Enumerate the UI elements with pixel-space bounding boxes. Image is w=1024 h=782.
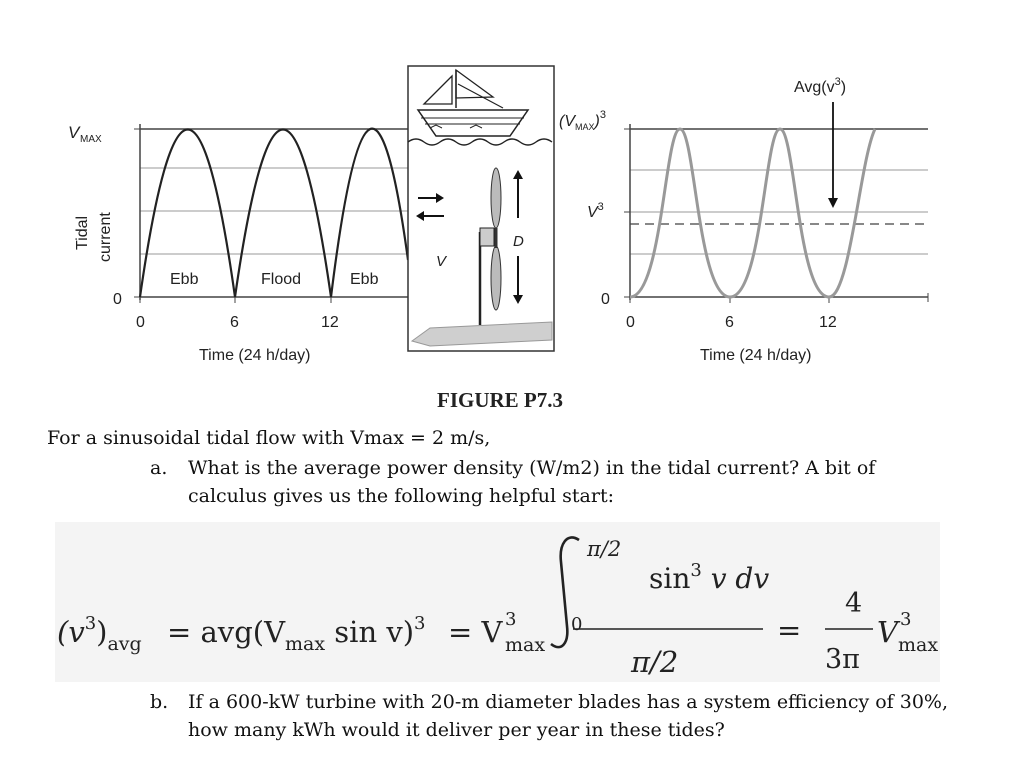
- eq-max-sub-2: max: [505, 634, 545, 656]
- eq-lhs-sub: avg: [107, 633, 141, 655]
- velocity-label: V: [436, 253, 448, 270]
- avg-v3-label: Avg(v3): [794, 76, 846, 96]
- vmax3-sup: 3: [600, 109, 606, 121]
- eq-denominator: π/2: [630, 645, 678, 679]
- eq-lhs-v: (v: [57, 615, 85, 649]
- left-x-axis-title: Time (24 h/day): [199, 347, 310, 364]
- eq-vmax3: = V: [448, 615, 504, 649]
- eq-equals-3: =: [777, 613, 801, 647]
- question-a-text: What is the average power density (W/m2)…: [188, 457, 876, 507]
- eq-lhs-sup: 3: [85, 613, 96, 634]
- y-axis-title-line-2: current: [97, 212, 114, 262]
- integrand-sin: sin: [649, 562, 690, 595]
- left-y-axis-title: Tidal: [74, 216, 91, 250]
- figure-graphic: V MAX Tidal current 0 0 6 12 Time (24 h/…: [68, 65, 929, 364]
- right-x-tick-label: 0: [626, 314, 635, 331]
- right-vmax3-label: (VMAX)3: [559, 109, 606, 132]
- eq-sup-2: 3: [505, 609, 516, 630]
- avg-sup: 3: [835, 76, 841, 88]
- eq-max-sub-1: max: [285, 633, 325, 655]
- left-tidal-current-curve: [138, 127, 410, 298]
- eq-lhs: (v3)avg: [57, 613, 142, 655]
- avg-arrow-head: [828, 198, 838, 208]
- integrand-vdv: v dv: [702, 562, 770, 595]
- problem-intro: For a sinusoidal tidal flow with Vmax = …: [47, 427, 491, 449]
- integral-sign-icon: [550, 536, 580, 649]
- phase-label-ebb: Ebb: [170, 271, 199, 288]
- boat-icon: [416, 68, 530, 137]
- question-a: a. What is the average power density (W/…: [150, 454, 950, 510]
- right-v3-label: V3: [587, 201, 604, 221]
- turbine-illustration: V D: [407, 65, 555, 352]
- eq-frac-den: 3π: [825, 644, 860, 675]
- question-b-label: b.: [150, 691, 169, 713]
- seabed: [410, 321, 553, 347]
- right-x-tick-label: 6: [725, 314, 734, 331]
- right-x-tick-label: 12: [819, 314, 837, 331]
- eq-sup-3: 3: [900, 609, 911, 630]
- tidal-turbine-icon: [478, 167, 502, 325]
- left-vmax-sub: MAX: [80, 134, 102, 145]
- eq-sinv: sin v): [325, 615, 414, 649]
- question-a-label: a.: [150, 457, 168, 479]
- diameter-arrows: [513, 170, 523, 304]
- v-cubed-curve: [629, 127, 877, 299]
- v3-base: V: [587, 204, 599, 221]
- right-zero-label: 0: [601, 291, 610, 308]
- left-x-tick-label: 12: [321, 314, 339, 331]
- water-surface: [407, 138, 553, 146]
- question-b: b. If a 600-kW turbine with 20-m diamete…: [150, 688, 950, 744]
- question-b-text: If a 600-kW turbine with 20-m diameter b…: [188, 691, 949, 741]
- figure-p7-3: V MAX Tidal current 0 0 6 12 Time (24 h/…: [68, 65, 929, 364]
- right-power-chart: (VMAX)3 V3 0 0 6 12 Time (24 h/day) Avg(…: [559, 76, 929, 364]
- eq-frac-num: 4: [845, 588, 862, 619]
- left-vmax-label: V: [68, 123, 81, 142]
- lower-limit: 0: [571, 614, 582, 635]
- left-y-axis-title-2: current: [97, 212, 114, 262]
- diameter-label: D: [513, 233, 524, 250]
- phase-label-ebb-2: Ebb: [350, 271, 379, 288]
- eq-integrand: sin3 v dv: [649, 560, 769, 595]
- eq-max-sub-3: max: [898, 634, 938, 656]
- vmax3-open: (V: [559, 113, 576, 130]
- eq-avg-open: = avg(V: [167, 615, 286, 649]
- vmax3-close: ): [593, 113, 600, 130]
- figure-caption: FIGURE P7.3: [437, 388, 563, 412]
- integrand-sup: 3: [690, 560, 701, 581]
- eq-lhs-close: ): [96, 615, 107, 649]
- eq-equals-v: = V: [448, 615, 504, 649]
- vmax3-sub: MAX: [575, 122, 595, 132]
- avg-open: Avg(v: [794, 79, 835, 96]
- avg-close: ): [841, 79, 846, 96]
- left-x-tick-label: 0: [136, 314, 145, 331]
- left-tidal-current-chart: V MAX Tidal current 0 0 6 12 Time (24 h/…: [68, 123, 410, 364]
- eq-v-final: V: [877, 615, 901, 649]
- left-zero-label: 0: [113, 291, 122, 308]
- eq-sup-1: 3: [414, 613, 425, 634]
- y-axis-title-line-1: Tidal: [74, 216, 91, 250]
- v3-sup: 3: [598, 201, 604, 213]
- eq-avg-vmax: = avg(Vmax sin v)3: [167, 613, 426, 655]
- right-x-axis-title: Time (24 h/day): [700, 347, 811, 364]
- average-v3-equation: (v3)avg = avg(Vmax sin v)3 = V 3 max π/2…: [57, 536, 938, 679]
- left-x-tick-label: 6: [230, 314, 239, 331]
- flow-direction-arrows: [416, 193, 444, 221]
- equation-block: (v3)avg = avg(Vmax sin v)3 = V 3 max π/2…: [55, 522, 940, 682]
- upper-limit: π/2: [586, 537, 621, 561]
- phase-label-flood: Flood: [261, 271, 301, 288]
